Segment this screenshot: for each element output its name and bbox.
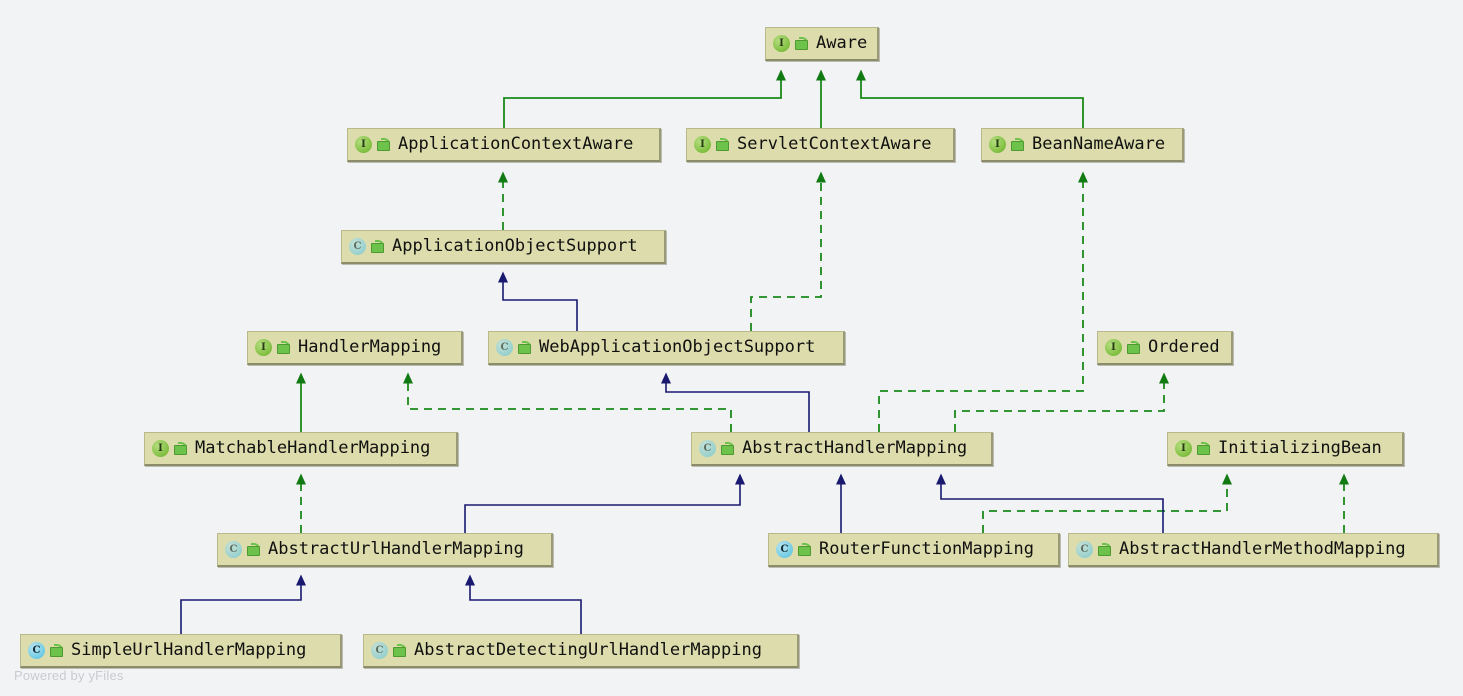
class-node-webApplicationObjectSupport[interactable]: C WebApplicationObjectSupport bbox=[488, 331, 845, 365]
interface-badge-icon: I bbox=[694, 136, 711, 153]
class-node-initializingBean[interactable]: I InitializingBean bbox=[1167, 432, 1404, 466]
edge-webApplicationObjectSupport-to-servletContextAware bbox=[750, 171, 826, 331]
edge-routerFunctionMapping-to-initializingBean bbox=[982, 473, 1232, 533]
class-node-label: Aware bbox=[816, 33, 868, 53]
class-badge-icon: C bbox=[1076, 541, 1093, 558]
class-node-beanNameAware[interactable]: I BeanNameAware bbox=[981, 128, 1184, 162]
unlocked-padlock-icon bbox=[715, 137, 729, 152]
unlocked-padlock-icon bbox=[246, 542, 260, 557]
class-node-abstractDetectingUrlHandlerMapping[interactable]: C AbstractDetectingUrlHandlerMapping bbox=[363, 634, 799, 668]
class-node-label: ApplicationObjectSupport bbox=[392, 236, 638, 256]
class-badge-icon: C bbox=[225, 541, 242, 558]
class-node-applicationObjectSupport[interactable]: C ApplicationObjectSupport bbox=[341, 230, 666, 264]
unlocked-padlock-icon bbox=[1097, 542, 1111, 557]
class-badge-icon: C bbox=[699, 440, 716, 457]
edge-simpleUrlHandlerMapping-to-abstractUrlHandlerMapping bbox=[180, 574, 306, 634]
edge-webApplicationObjectSupport-to-applicationObjectSupport bbox=[498, 271, 578, 331]
unlocked-padlock-icon bbox=[517, 340, 531, 355]
class-node-label: RouterFunctionMapping bbox=[819, 539, 1034, 559]
edge-abstractHandlerMapping-to-ordered bbox=[954, 372, 1169, 432]
interface-badge-icon: I bbox=[989, 136, 1006, 153]
class-node-label: AbstractDetectingUrlHandlerMapping bbox=[414, 640, 762, 660]
class-node-label: InitializingBean bbox=[1218, 438, 1382, 458]
class-node-abstractUrlHandlerMapping[interactable]: C AbstractUrlHandlerMapping bbox=[217, 533, 553, 567]
class-badge-icon: C bbox=[776, 541, 793, 558]
unlocked-padlock-icon bbox=[1010, 137, 1024, 152]
class-node-applicationContextAware[interactable]: I ApplicationContextAware bbox=[347, 128, 661, 162]
unlocked-padlock-icon bbox=[49, 643, 63, 658]
class-node-servletContextAware[interactable]: I ServletContextAware bbox=[686, 128, 955, 162]
class-node-label: BeanNameAware bbox=[1032, 134, 1166, 154]
unlocked-padlock-icon bbox=[392, 643, 406, 658]
interface-badge-icon: I bbox=[255, 339, 272, 356]
interface-badge-icon: I bbox=[773, 35, 790, 52]
edge-abstractDetectingUrlHandlerMapping-to-abstractUrlHandlerMapping bbox=[465, 574, 582, 634]
interface-badge-icon: I bbox=[152, 440, 169, 457]
class-badge-icon: C bbox=[496, 339, 513, 356]
class-node-abstractHandlerMapping[interactable]: C AbstractHandlerMapping bbox=[691, 432, 993, 466]
class-node-label: AbstractHandlerMapping bbox=[742, 438, 968, 458]
class-badge-icon: C bbox=[349, 238, 366, 255]
unlocked-padlock-icon bbox=[173, 441, 187, 456]
edge-abstractHandlerMethodMapping-to-abstractHandlerMapping bbox=[936, 473, 1164, 533]
class-node-aware[interactable]: I Aware bbox=[765, 27, 879, 61]
class-node-routerFunctionMapping[interactable]: C RouterFunctionMapping bbox=[768, 533, 1060, 567]
class-node-label: SimpleUrlHandlerMapping bbox=[71, 640, 307, 660]
unlocked-padlock-icon bbox=[370, 239, 384, 254]
class-node-ordered[interactable]: I Ordered bbox=[1097, 331, 1233, 365]
unlocked-padlock-icon bbox=[1126, 340, 1140, 355]
edge-abstractHandlerMapping-to-webApplicationObjectSupport bbox=[661, 372, 810, 432]
class-node-label: AbstractHandlerMethodMapping bbox=[1119, 539, 1406, 559]
unlocked-padlock-icon bbox=[276, 340, 290, 355]
interface-badge-icon: I bbox=[1175, 440, 1192, 457]
unlocked-padlock-icon bbox=[720, 441, 734, 456]
interface-badge-icon: I bbox=[1105, 339, 1122, 356]
class-node-simpleUrlHandlerMapping[interactable]: C SimpleUrlHandlerMapping bbox=[20, 634, 342, 668]
interface-badge-icon: I bbox=[355, 136, 372, 153]
class-node-label: ServletContextAware bbox=[737, 134, 932, 154]
edge-abstractUrlHandlerMapping-to-abstractHandlerMapping bbox=[464, 473, 745, 533]
class-node-label: MatchableHandlerMapping bbox=[195, 438, 431, 458]
class-node-label: Ordered bbox=[1148, 337, 1220, 357]
class-node-label: AbstractUrlHandlerMapping bbox=[268, 539, 524, 559]
class-node-label: WebApplicationObjectSupport bbox=[539, 337, 816, 357]
edge-abstractHandlerMapping-to-handlerMapping bbox=[403, 372, 732, 432]
class-node-label: HandlerMapping bbox=[298, 337, 442, 357]
class-node-abstractHandlerMethodMapping[interactable]: C AbstractHandlerMethodMapping bbox=[1068, 533, 1439, 567]
unlocked-padlock-icon bbox=[376, 137, 390, 152]
class-node-label: ApplicationContextAware bbox=[398, 134, 634, 154]
class-badge-icon: C bbox=[371, 642, 388, 659]
unlocked-padlock-icon bbox=[794, 36, 808, 51]
edge-abstractHandlerMapping-to-beanNameAware bbox=[878, 171, 1088, 432]
class-node-matchableHandlerMapping[interactable]: I MatchableHandlerMapping bbox=[144, 432, 458, 466]
yfiles-watermark: Powered by yFiles bbox=[14, 668, 124, 683]
unlocked-padlock-icon bbox=[1196, 441, 1210, 456]
class-badge-icon: C bbox=[28, 642, 45, 659]
edge-applicationContextAware-to-aware bbox=[503, 69, 786, 128]
unlocked-padlock-icon bbox=[797, 542, 811, 557]
edge-beanNameAware-to-aware bbox=[856, 69, 1084, 128]
class-node-handlerMapping[interactable]: I HandlerMapping bbox=[247, 331, 463, 365]
